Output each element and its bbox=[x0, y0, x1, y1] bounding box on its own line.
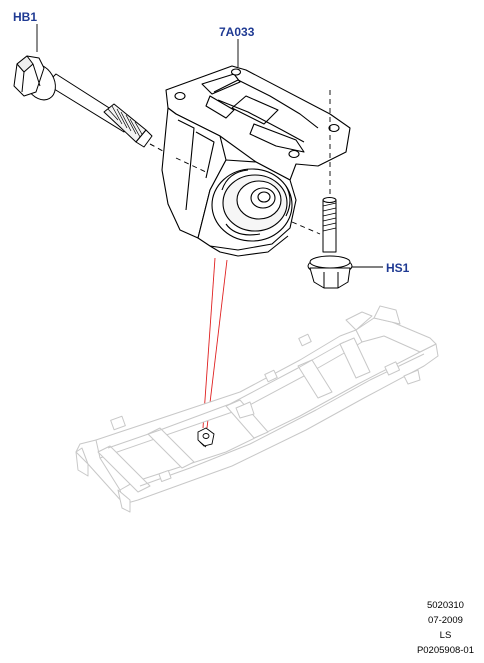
hex-bolt-hb1 bbox=[13, 55, 177, 159]
callout-7a033: 7A033 bbox=[219, 25, 255, 39]
model-code: LS bbox=[439, 630, 452, 641]
reference-number: 5020310 bbox=[426, 600, 464, 611]
mount-location-marker bbox=[197, 427, 215, 448]
chassis-frame bbox=[75, 305, 439, 513]
hex-screw-hs1 bbox=[307, 90, 353, 289]
illustration-info: 5020310 07-2009 LS P0205908-01 bbox=[417, 598, 474, 658]
callout-leaders bbox=[36, 24, 383, 268]
locator-lines bbox=[202, 257, 228, 429]
engine-mount-7a033 bbox=[161, 65, 351, 257]
revision-date: 07-2009 bbox=[428, 615, 463, 626]
callout-hb1: HB1 bbox=[13, 10, 38, 24]
callout-hs1: HS1 bbox=[386, 261, 410, 275]
illustration-number: P0205908-01 bbox=[416, 645, 474, 656]
